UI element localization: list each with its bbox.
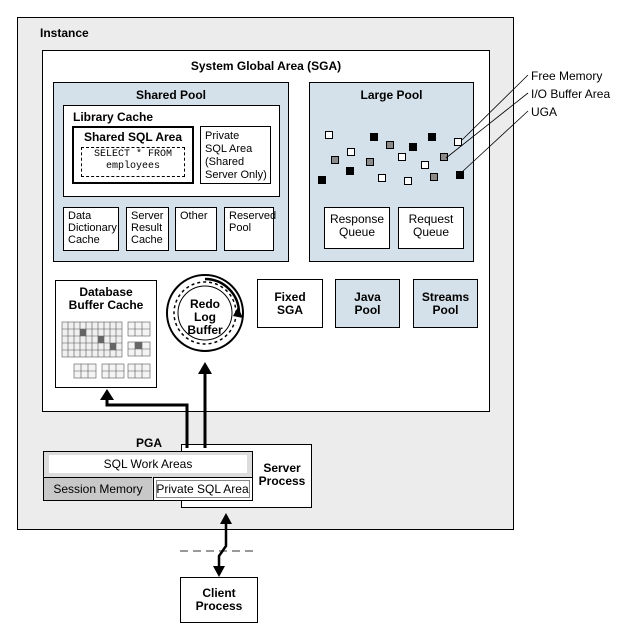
response-queue-line2: Queue [338, 225, 376, 239]
legend-leaders [445, 74, 529, 173]
private-sql-area-pga [153, 477, 252, 500]
other-label: Other [180, 210, 208, 222]
redo-log-buffer-rings [166, 274, 244, 352]
sq-w6 [378, 174, 386, 182]
sq-w5 [421, 161, 429, 169]
client-process-line2: Process [195, 599, 243, 613]
data-dictionary-cache [63, 207, 119, 251]
reserved-pool [224, 207, 274, 251]
sq-b2 [428, 133, 436, 141]
server-process-line2: Process [258, 474, 306, 488]
session-memory-label: Session Memory [53, 482, 143, 496]
sq-g3 [366, 158, 374, 166]
request-queue-line2: Queue [412, 225, 450, 239]
java-pool [335, 279, 400, 328]
private-sql-area-line1: Private [205, 130, 240, 142]
private-sql-area-pga-label: Private SQL Area [156, 482, 249, 496]
sql-statement-line2: employees [105, 161, 160, 172]
shared-sql-area [72, 126, 194, 184]
redo-log-buffer-line3: Buffer [187, 323, 223, 337]
response-queue-line1: Response [329, 212, 385, 226]
sql-statement-line1: SELECT * FROM [93, 149, 172, 160]
request-queue [398, 207, 464, 249]
buffer-cache-grid [61, 321, 151, 379]
sq-b3 [409, 143, 417, 151]
sq-b5 [318, 176, 326, 184]
instance-label: Instance [40, 26, 89, 40]
data-dictionary-cache-line3: Cache [68, 234, 100, 246]
java-pool-line1: Java [354, 290, 381, 304]
client-process-box [180, 577, 258, 623]
sq-g2 [331, 156, 339, 164]
java-pool-line2: Pool [354, 303, 381, 317]
redo-log-buffer-line1: Redo [190, 297, 220, 311]
arrow-head-redo-log [198, 362, 212, 374]
data-dictionary-cache-line1: Data [68, 210, 92, 222]
client-process-line1: Client [202, 586, 236, 600]
sq-w1 [325, 131, 333, 139]
server-result-cache-line1: Server [131, 210, 164, 222]
other-area [175, 207, 217, 251]
library-cache-title: Library Cache [73, 110, 154, 124]
shared-sql-area-title: Shared SQL Area [83, 130, 183, 144]
sq-b6 [456, 171, 464, 179]
private-sql-area-shared-server [200, 126, 271, 184]
legend-io-buffer-area: I/O Buffer Area [531, 87, 611, 101]
streams-pool-line2: Pool [432, 303, 459, 317]
legend-free-memory: Free Memory [531, 69, 603, 83]
sql-work-areas [49, 455, 247, 473]
private-sql-area-line4: Server Only) [205, 169, 267, 181]
database-buffer-cache-line2: Buffer Cache [68, 298, 144, 312]
streams-pool [413, 279, 478, 328]
sq-g1 [386, 141, 394, 149]
large-pool-title: Large Pool [360, 88, 423, 102]
sq-w3 [347, 148, 355, 156]
session-memory [44, 477, 152, 500]
fixed-sga-line1: Fixed [274, 290, 306, 304]
sq-b4 [346, 167, 354, 175]
database-buffer-cache-line1: Database [79, 285, 133, 299]
data-dictionary-cache-line2: Dictionary [68, 222, 117, 234]
client-server-connector [217, 522, 228, 568]
sq-w7 [404, 177, 412, 185]
server-result-cache [126, 207, 169, 251]
pga-title: PGA [136, 436, 163, 450]
arrow-head-up [220, 513, 232, 524]
arrow-head-down [213, 566, 225, 577]
reserved-pool-line2: Pool [229, 222, 252, 234]
sq-b1 [370, 133, 378, 141]
private-sql-area-line3: (Shared [205, 156, 245, 168]
private-sql-area-line2: SQL Area [205, 143, 253, 155]
server-result-cache-line2: Result [131, 222, 163, 234]
fixed-sga [257, 279, 323, 328]
sq-w4 [398, 153, 406, 161]
streams-pool-line1: Streams [421, 290, 470, 304]
sql-statement-box [81, 147, 185, 177]
sga-title: System Global Area (SGA) [190, 59, 342, 73]
shared-pool-title: Shared Pool [135, 88, 206, 102]
legend-uga: UGA [531, 105, 558, 119]
response-queue [324, 207, 390, 249]
reserved-pool-line1: Reserved [229, 210, 277, 222]
arrow-head-buffer-cache [100, 389, 114, 400]
sq-g5 [430, 173, 438, 181]
server-process-line1: Server [263, 461, 301, 475]
sq-w2 [454, 138, 462, 146]
server-result-cache-line3: Cache [131, 234, 163, 246]
sql-work-areas-label: SQL Work Areas [103, 457, 193, 471]
redo-log-buffer-line2: Log [194, 310, 216, 324]
request-queue-line1: Request [408, 212, 454, 226]
arrow-to-buffer-cache [105, 398, 189, 448]
fixed-sga-line2: SGA [276, 303, 303, 317]
